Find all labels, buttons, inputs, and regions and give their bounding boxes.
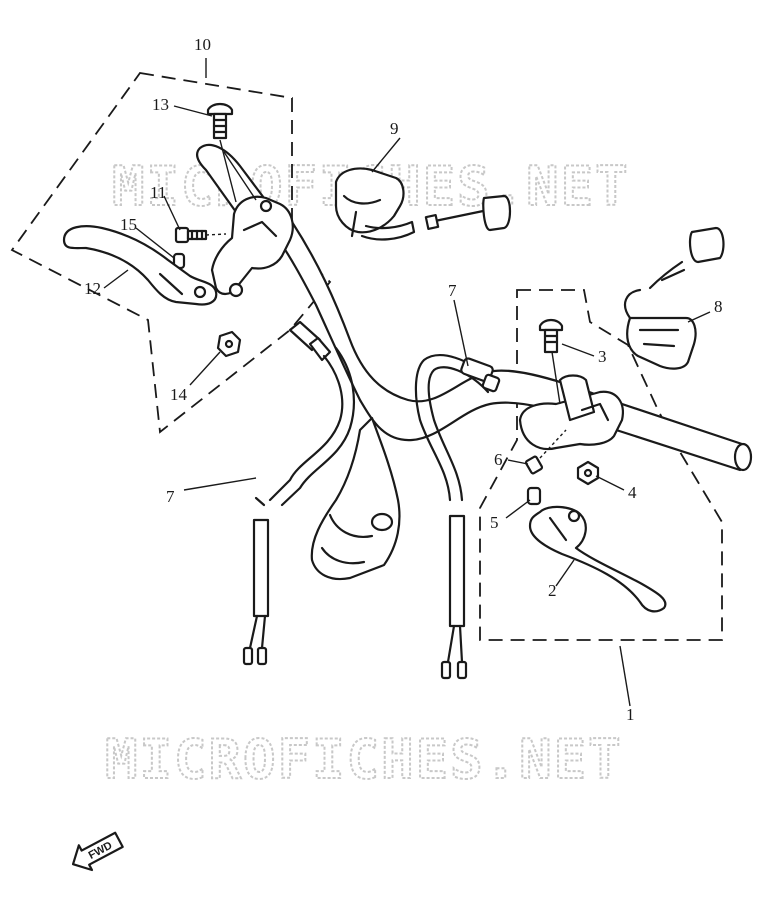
part-7-switch-cable-left	[242, 320, 356, 666]
part-13-pivot-bolt	[206, 102, 257, 203]
callout-13: 13	[152, 95, 169, 114]
part-1-brake-perch	[518, 374, 624, 451]
callout-6: 6	[494, 450, 503, 469]
callout-10: 10	[194, 35, 211, 54]
part-11-screw	[174, 226, 227, 244]
callout-7-right: 7	[448, 281, 457, 300]
callout-5: 5	[490, 513, 499, 532]
part-12-clutch-lever	[62, 225, 218, 306]
part-5-pin	[526, 486, 542, 506]
part-3-pivot-bolt	[538, 318, 564, 405]
part-14-nut	[216, 330, 242, 358]
callout-2: 2	[548, 581, 557, 600]
callout-8: 8	[714, 297, 723, 316]
callout-9: 9	[390, 119, 399, 138]
callout-1: 1	[626, 705, 635, 724]
callout-12: 12	[84, 279, 101, 298]
handlebar	[196, 143, 753, 581]
assembly-10-boundary	[10, 72, 332, 434]
part-10-lever-perch	[210, 195, 294, 298]
part-8-switch-housing	[623, 226, 725, 370]
callout-11: 11	[150, 183, 166, 202]
part-4-nut	[576, 460, 600, 486]
callout-15: 15	[120, 215, 137, 234]
callout-4: 4	[628, 483, 637, 502]
part-2-brake-lever	[528, 505, 667, 613]
callout-3: 3	[598, 347, 607, 366]
callout-leaders	[103, 58, 711, 707]
part-6-screw	[524, 429, 567, 475]
assembly-1-boundary	[479, 289, 723, 641]
callout-7-left: 7	[166, 487, 175, 506]
callout-14: 14	[170, 385, 188, 404]
watermark-bottom: MICROFICHES.NET	[105, 728, 623, 791]
forward-arrow-icon: FWD	[71, 831, 124, 872]
part-7-switch-cable-right	[414, 354, 501, 680]
part-9-switch-housing	[334, 167, 512, 241]
